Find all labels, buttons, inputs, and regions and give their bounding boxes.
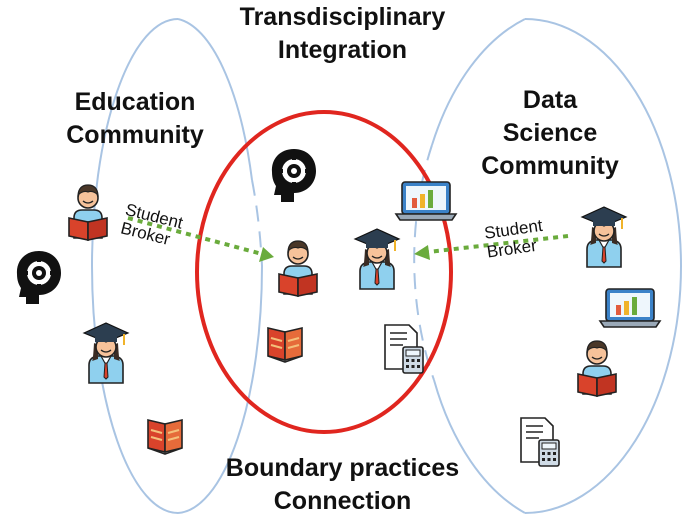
boundary-practices-circle xyxy=(195,110,453,434)
right-broker-arrow xyxy=(414,234,569,260)
student-reading-icon xyxy=(278,240,318,297)
brain-gear-icon xyxy=(16,251,62,304)
bottom-title-line2: Connection xyxy=(273,487,412,515)
top-title-line2: Integration xyxy=(277,36,408,64)
left-broker-arrow xyxy=(127,216,274,262)
book-icon xyxy=(267,327,303,363)
data-science-community-label: Data Science Community xyxy=(460,84,640,183)
calculator-document-icon xyxy=(384,324,424,374)
data-science-label-line2: Science xyxy=(502,119,598,147)
data-science-label-line3: Community xyxy=(481,152,619,180)
education-community-label: Education Community xyxy=(40,86,230,152)
student-reading-icon xyxy=(577,340,617,397)
graduate-icon xyxy=(354,228,400,290)
brain-gear-icon xyxy=(271,149,316,202)
student-reading-icon xyxy=(68,184,108,241)
education-label-line2: Community xyxy=(66,121,204,149)
graduate-icon xyxy=(581,206,627,268)
data-science-label-line1: Data xyxy=(522,86,578,114)
laptop-chart-icon xyxy=(599,288,661,328)
right-broker-label: Student Broker xyxy=(483,216,546,262)
graduate-icon xyxy=(83,322,129,384)
book-icon xyxy=(147,419,183,455)
laptop-chart-icon xyxy=(395,181,457,221)
bottom-title-line1: Boundary practices xyxy=(225,454,460,482)
top-title-line1: Transdisciplinary xyxy=(239,3,446,31)
education-label-line1: Education xyxy=(74,88,196,116)
